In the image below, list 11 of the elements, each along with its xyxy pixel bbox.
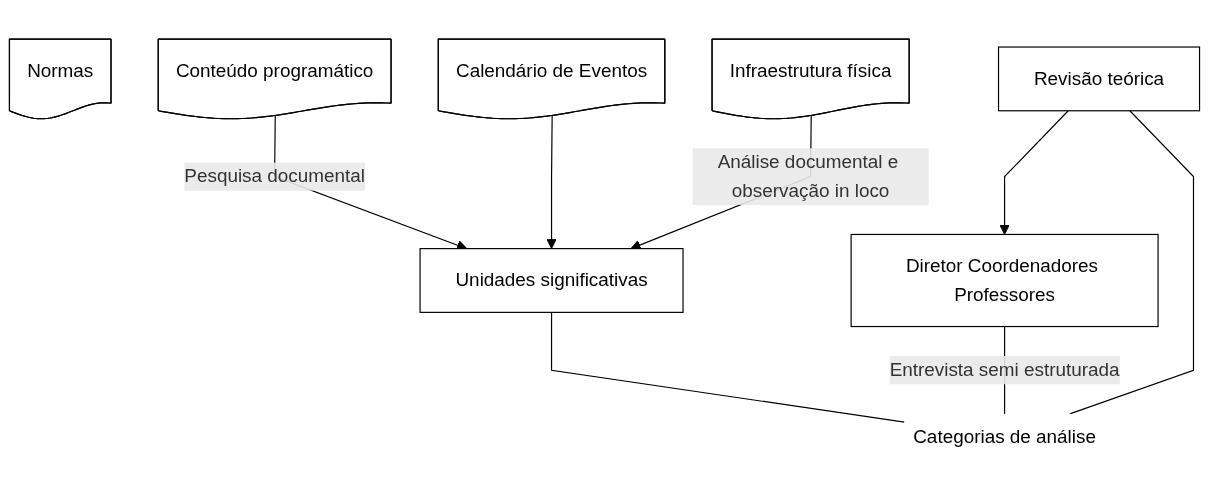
node-box: Unidades significativas [419, 248, 684, 313]
arrow [999, 110, 1069, 235]
node-box: Revisão teórica [997, 46, 1201, 112]
connector [1069, 110, 1195, 415]
edge-label: Análise documental e observação in loco [717, 151, 899, 201]
node-box: Diretor Coordenadores Professores [850, 233, 1159, 328]
connector [550, 311, 905, 423]
edge-label: Entrevista semi estruturada [889, 359, 1120, 380]
node-text: Categorias de análise [913, 426, 1096, 447]
arrow [546, 115, 557, 250]
edge-label: Pesquisa documental [184, 165, 365, 187]
